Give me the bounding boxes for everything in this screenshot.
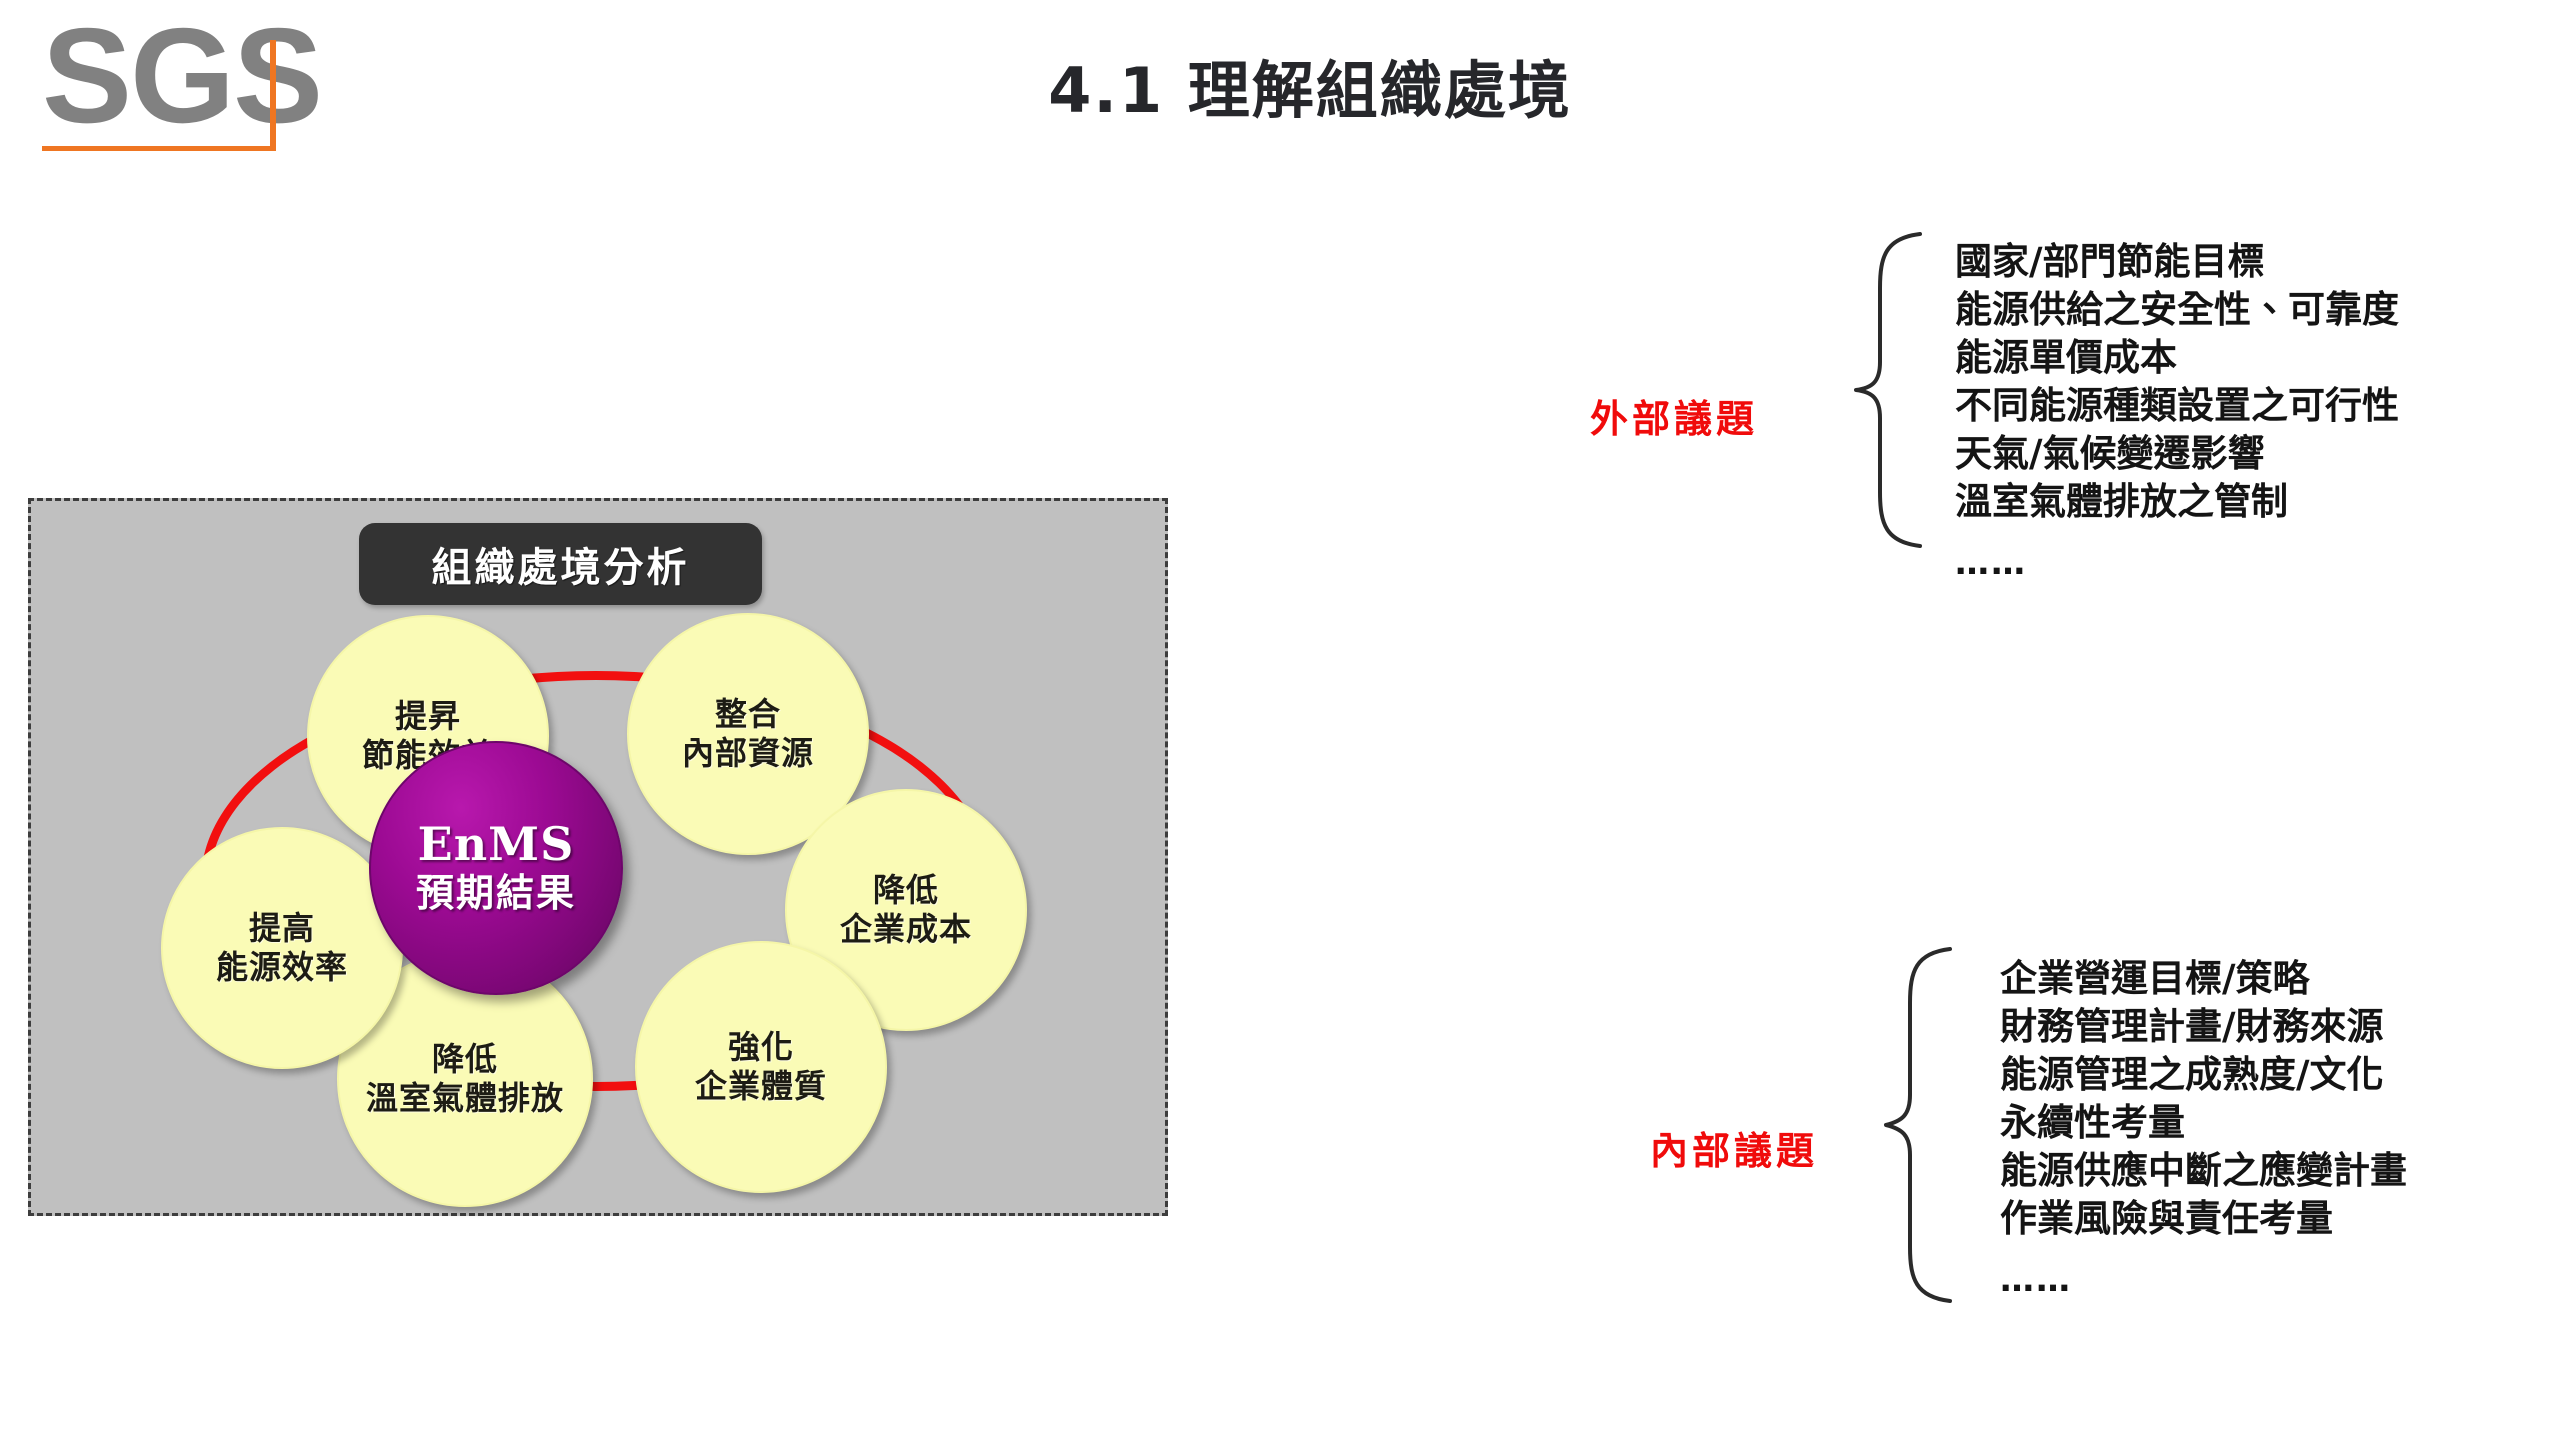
internal-issue-item: 作業風險與責任考量 [2000, 1197, 2333, 1241]
internal-issue-item: 能源供應中斷之應變計畫 [2000, 1149, 2407, 1193]
node-raise-line1: 提昇 [394, 696, 461, 735]
internal-issue-item: 財務管理計畫/財務來源 [2000, 1005, 2384, 1049]
internal-issues-label: 內部議題 [1650, 1128, 1819, 1173]
external-issues-label: 外部議題 [1590, 396, 1759, 441]
node-integrate-internal-resources: 整合 內部資源 [627, 613, 869, 855]
organization-context-diagram: 組織處境分析 提昇 節能效益 整合 內部資源 降低 企業成本 強化 企業體質 降… [28, 498, 1168, 1216]
external-issues-block: 外部議題 國家/部門節能目標 能源供給之安全性、可靠度 能源單價成本 不同能源種… [1590, 230, 2560, 583]
external-issues-brace-icon [1854, 232, 1922, 548]
node-strengthen-enterprise-quality: 強化 企業體質 [635, 941, 887, 1193]
node-cost-line2: 企業成本 [839, 910, 972, 948]
node-improve-energy-efficiency: 提高 能源效率 [161, 827, 403, 1069]
sgs-logo: SGS [42, 8, 472, 152]
sgs-logo-vertical-rule [270, 40, 276, 150]
node-enms-expected-outcome: EnMS 預期結果 [369, 741, 623, 995]
node-enms-line1: EnMS [417, 817, 575, 872]
node-quality-line1: 強化 [727, 1027, 794, 1066]
internal-issue-item: 能源管理之成熟度/文化 [2000, 1053, 2384, 1097]
internal-issue-item: 永續性考量 [2000, 1101, 2185, 1145]
internal-issue-item: 企業營運目標/策略 [2000, 957, 2310, 1000]
external-issue-item: 能源單價成本 [1955, 336, 2177, 380]
node-enms-line2: 預期結果 [415, 870, 576, 915]
external-issue-item: 國家/部門節能目標 [1955, 240, 2265, 283]
node-effic-line2: 能源效率 [215, 948, 348, 986]
node-quality-line2: 企業體質 [694, 1067, 827, 1105]
context-analysis-label: 組織處境分析 [431, 545, 690, 591]
external-issue-item: 溫室氣體排放之管制 [1955, 480, 2288, 524]
external-issue-item: 天氣/氣候變遷影響 [1955, 432, 2265, 476]
node-ghg-line2: 溫室氣體排放 [365, 1079, 564, 1117]
page-title: 4.1 理解組織處境 [1048, 54, 1572, 127]
external-issues-ellipsis: …… [1955, 542, 2027, 583]
node-effic-line1: 提高 [248, 908, 315, 947]
node-cost-line1: 降低 [872, 870, 939, 909]
internal-issues-block: 內部議題 企業營運目標/策略 財務管理計畫/財務來源 能源管理之成熟度/文化 永… [1650, 945, 2560, 1325]
external-issues-list: 國家/部門節能目標 能源供給之安全性、可靠度 能源單價成本 不同能源種類設置之可… [1955, 238, 2399, 585]
internal-issues-ellipsis: …… [2000, 1259, 2072, 1300]
external-issue-item: 能源供給之安全性、可靠度 [1955, 288, 2399, 332]
sgs-logo-text: SGS [42, 0, 323, 151]
external-issue-item: 不同能源種類設置之可行性 [1955, 384, 2399, 428]
node-integr-line2: 內部資源 [681, 734, 814, 772]
sgs-logo-horizontal-rule [42, 146, 276, 151]
context-analysis-header: 組織處境分析 [359, 523, 762, 605]
internal-issues-brace-icon [1884, 947, 1952, 1303]
internal-issues-list: 企業營運目標/策略 財務管理計畫/財務來源 能源管理之成熟度/文化 永續性考量 … [2000, 955, 2407, 1302]
node-ghg-line1: 降低 [431, 1039, 498, 1078]
node-integr-line1: 整合 [714, 694, 781, 733]
